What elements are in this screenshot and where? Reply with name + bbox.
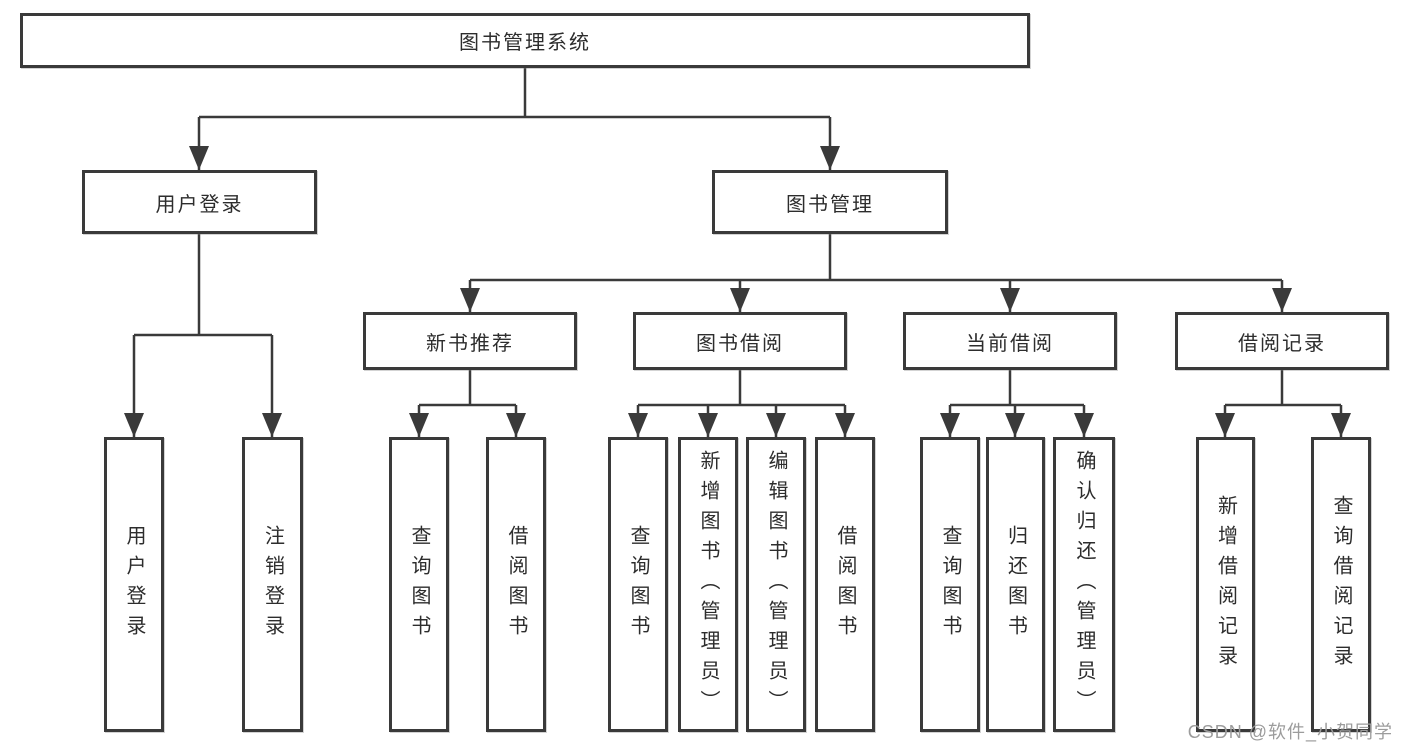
- watermark-text: CSDN @软件_小贺同学: [1187, 722, 1393, 742]
- node-book-management: 图书管理: [712, 170, 948, 234]
- leaf-logout-login-label: 注销登录: [261, 524, 284, 645]
- node-root: 图书管理系统: [20, 13, 1030, 68]
- node-book-management-label: 图书管理: [786, 193, 874, 216]
- leaf-return-books-label: 归还图书: [1004, 524, 1027, 645]
- leaf-query-books-recommend-label: 查询图书: [408, 524, 430, 645]
- node-new-book-recommend: 新书推荐: [363, 312, 577, 370]
- leaf-query-borrow-record: 查询借阅记录: [1311, 437, 1371, 732]
- leaf-borrow-books-borrowing-label: 借阅图书: [834, 524, 856, 645]
- leaf-borrow-books-borrowing: 借阅图书: [815, 437, 875, 732]
- node-book-borrowing-label: 图书借阅: [696, 332, 784, 355]
- leaf-user-login: 用户登录: [104, 437, 164, 732]
- leaf-borrow-books-recommend-label: 借阅图书: [505, 524, 527, 645]
- leaf-add-books-admin-label: 新增图书（管理员）: [697, 449, 719, 720]
- node-user-login: 用户登录: [82, 170, 317, 234]
- node-borrowing-records-label: 借阅记录: [1238, 332, 1326, 355]
- leaf-return-books: 归还图书: [986, 437, 1045, 732]
- node-borrowing-records: 借阅记录: [1175, 312, 1389, 370]
- node-book-borrowing: 图书借阅: [633, 312, 847, 370]
- leaf-query-borrow-record-label: 查询借阅记录: [1330, 494, 1352, 675]
- leaf-user-login-label: 用户登录: [123, 524, 145, 645]
- node-user-login-label: 用户登录: [155, 193, 244, 216]
- leaf-query-books-recommend: 查询图书: [389, 437, 449, 732]
- leaf-query-books-current-label: 查询图书: [939, 524, 961, 645]
- leaf-query-books-current: 查询图书: [920, 437, 980, 732]
- leaf-edit-books-admin-label: 编辑图书（管理员）: [765, 449, 787, 720]
- leaf-add-books-admin: 新增图书（管理员）: [678, 437, 738, 732]
- leaf-edit-books-admin: 编辑图书（管理员）: [746, 437, 806, 732]
- node-current-borrowing: 当前借阅: [903, 312, 1117, 370]
- leaf-confirm-return-admin: 确认归还（管理员）: [1053, 437, 1115, 732]
- node-new-book-recommend-label: 新书推荐: [426, 332, 514, 355]
- leaf-add-borrow-record: 新增借阅记录: [1196, 437, 1255, 732]
- leaf-query-books-borrowing: 查询图书: [608, 437, 668, 732]
- leaf-borrow-books-recommend: 借阅图书: [486, 437, 546, 732]
- leaf-add-borrow-record-label: 新增借阅记录: [1214, 494, 1237, 675]
- node-current-borrowing-label: 当前借阅: [966, 332, 1054, 355]
- leaf-query-books-borrowing-label: 查询图书: [627, 524, 649, 645]
- leaf-logout-login: 注销登录: [242, 437, 303, 732]
- leaf-confirm-return-admin-label: 确认归还（管理员）: [1073, 449, 1095, 720]
- node-root-label: 图书管理系统: [459, 32, 591, 54]
